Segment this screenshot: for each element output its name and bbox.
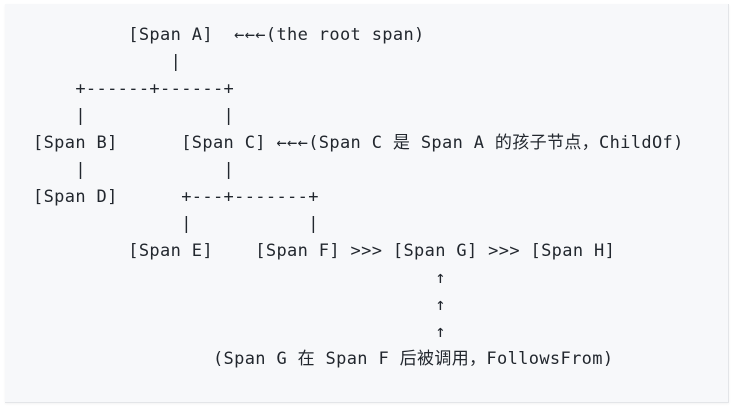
art-line-follows-from-note: (Span G 在 Span F 后被调用，FollowsFrom) xyxy=(33,349,614,369)
art-line-span-a: [Span A] ←←←(the root span) xyxy=(33,25,425,45)
art-line-branch-drops: | | xyxy=(33,106,235,126)
art-line-span-b-span-c: [Span B] [Span C] ←←←(Span C 是 Span A 的孩… xyxy=(33,133,684,153)
art-line-up-arrow-1: ↑ xyxy=(33,268,446,288)
art-line-third-drops: | | xyxy=(33,214,319,234)
art-line-root-stem: | xyxy=(33,52,182,72)
art-line-up-arrow-2: ↑ xyxy=(33,295,446,315)
art-line-second-drops: | | xyxy=(33,160,235,180)
diagram-panel: [Span A] ←←←(the root span) | +------+--… xyxy=(5,4,729,403)
art-line-branch-top: +------+------+ xyxy=(33,79,235,99)
art-line-span-e-f-g-h: [Span E] [Span F] >>> [Span G] >>> [Span… xyxy=(33,241,616,261)
art-line-up-arrow-3: ↑ xyxy=(33,322,446,342)
span-relationship-ascii-diagram: [Span A] ←←←(the root span) | +------+--… xyxy=(33,22,684,373)
art-line-span-d-branch: [Span D] +---+-------+ xyxy=(33,187,319,207)
